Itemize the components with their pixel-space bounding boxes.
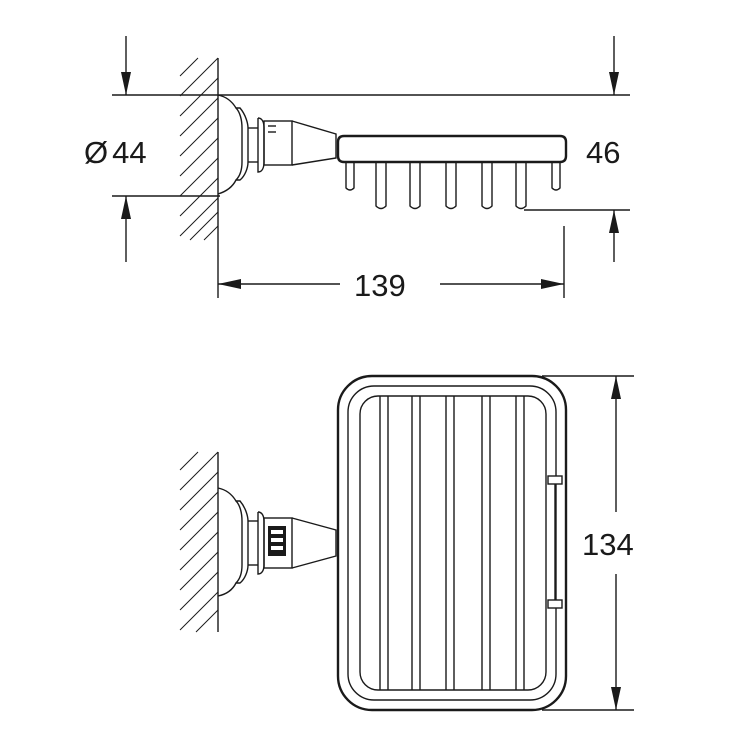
top-view: 134 [179, 374, 634, 712]
wall-hatch-top [179, 57, 219, 241]
length-dimension [217, 226, 565, 298]
length-label: 139 [354, 268, 406, 303]
basket-clip-upper [547, 475, 563, 485]
basket-top [336, 374, 568, 712]
basket-side [336, 134, 568, 210]
height-label: 46 [586, 135, 620, 170]
basket-clip-lower [547, 599, 563, 609]
rosette-side [217, 94, 265, 195]
rosette-top [217, 487, 265, 597]
height-dimension [220, 36, 630, 262]
arm-side [263, 120, 337, 166]
basket-slats [379, 396, 525, 690]
width-label: 134 [582, 527, 634, 562]
wall-hatch-bottom [179, 451, 219, 633]
diameter-dimension [112, 36, 220, 262]
arm-top [263, 517, 337, 569]
width-dimension [542, 375, 634, 711]
